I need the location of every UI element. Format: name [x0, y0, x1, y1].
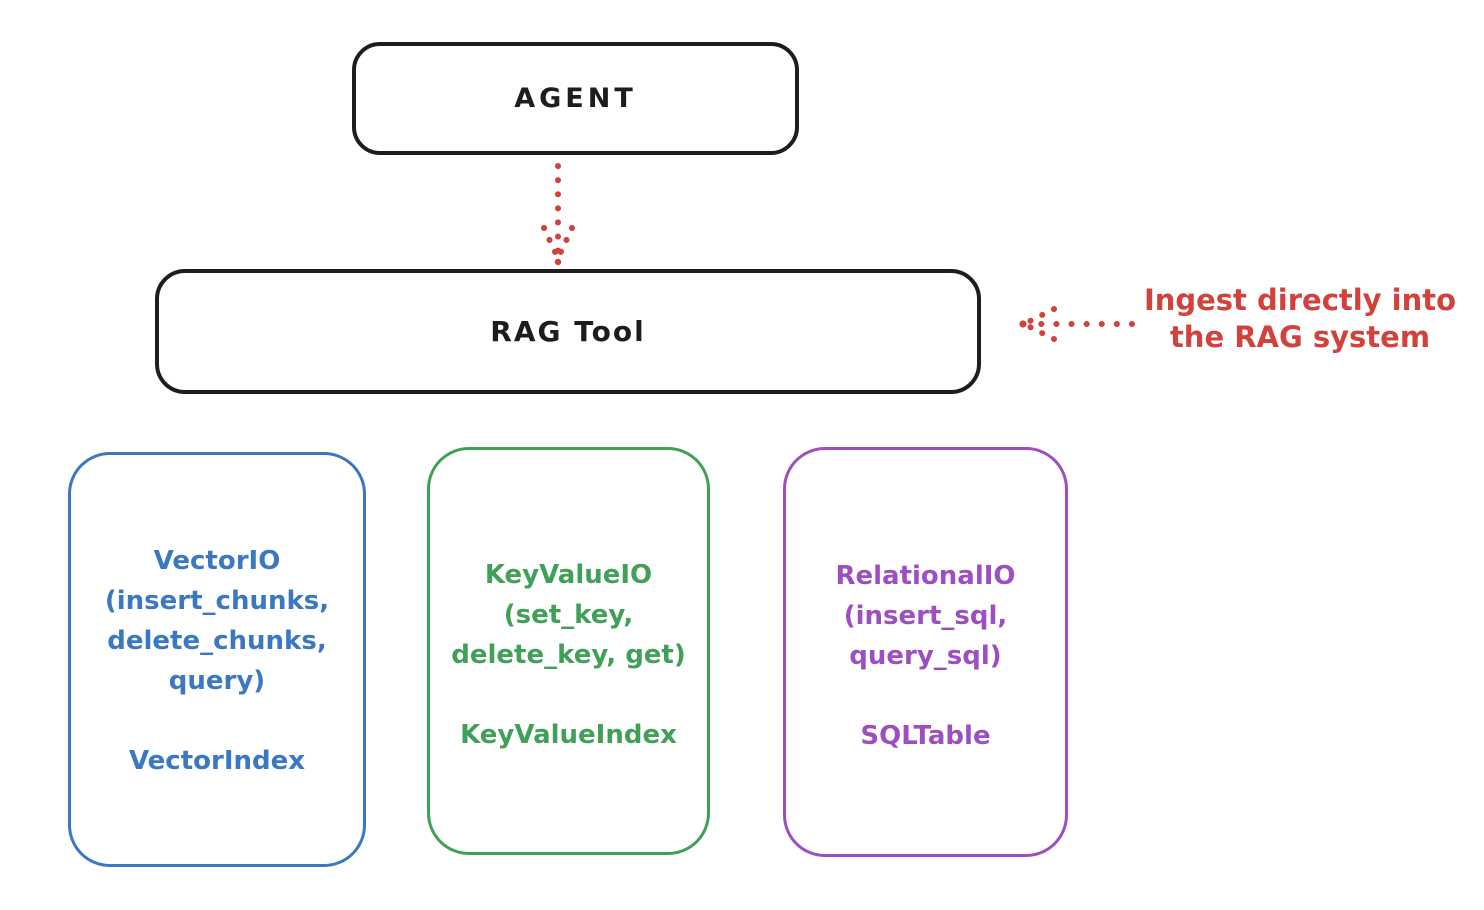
sql-table-label: SQLTable	[860, 721, 991, 751]
rag-tool-box: RAG Tool	[155, 269, 981, 394]
vector-io-methods-line2: delete_chunks,	[107, 626, 327, 656]
vector-io-methods-line1: (insert_chunks,	[104, 586, 330, 616]
keyvalue-io-methods-line2: delete_key, get)	[451, 640, 686, 670]
keyvalue-index-label: KeyValueIndex	[460, 720, 677, 750]
vector-io-box: VectorIO (insert_chunks, delete_chunks, …	[68, 452, 366, 867]
relational-io-box: RelationalIO (insert_sql, query_sql) SQL…	[783, 447, 1068, 857]
ingest-annotation-line2: the RAG system	[1169, 320, 1431, 354]
ingest-annotation-line1: Ingest directly into	[1143, 283, 1457, 317]
rag-tool-box-label: RAG Tool	[490, 315, 646, 348]
agent-box-label: AGENT	[514, 83, 637, 114]
vector-io-title: VectorIO	[153, 546, 281, 576]
relational-io-methods-line1: (insert_sql,	[843, 601, 1008, 631]
agent-box: AGENT	[352, 42, 799, 155]
arrow-annotation-to-ragtool-icon	[1019, 306, 1135, 342]
keyvalue-io-methods-line1: (set_key,	[503, 600, 634, 630]
relational-io-methods-line2: query_sql)	[849, 641, 1002, 671]
relational-io-title: RelationalIO	[835, 561, 1016, 591]
keyvalue-io-box: KeyValueIO (set_key, delete_key, get) Ke…	[427, 447, 710, 855]
ingest-annotation: Ingest directly into the RAG system	[1135, 282, 1465, 356]
arrow-agent-to-ragtool-icon	[541, 163, 575, 266]
keyvalue-io-title: KeyValueIO	[484, 560, 653, 590]
vector-io-methods-line3: query)	[168, 666, 266, 696]
vector-index-label: VectorIndex	[128, 746, 306, 776]
